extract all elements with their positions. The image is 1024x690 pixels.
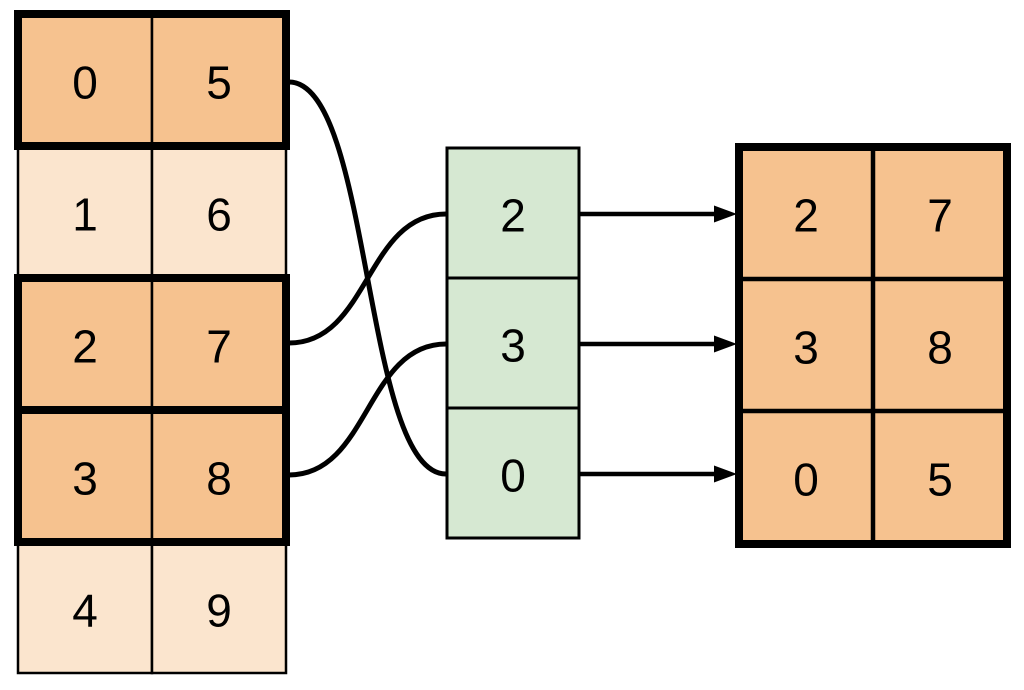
source-value-r0c1: 5 bbox=[206, 57, 232, 109]
source-value-r2c0: 2 bbox=[72, 321, 98, 373]
result-value-r1c1: 8 bbox=[927, 322, 953, 374]
result-value-r2c0: 0 bbox=[793, 454, 819, 506]
source-value-r1c0: 1 bbox=[72, 189, 98, 241]
arrow-head-1 bbox=[714, 335, 737, 353]
source-table: 0 5 1 6 2 7 3 8 4 9 bbox=[14, 10, 290, 675]
source-value-r3c1: 8 bbox=[206, 453, 232, 505]
index-cell-1 bbox=[445, 276, 581, 410]
source-value-r4c0: 4 bbox=[72, 585, 98, 637]
result-table: 2 7 3 8 0 5 bbox=[735, 143, 1011, 548]
index-cell-0 bbox=[445, 146, 581, 280]
source-value-r4c1: 9 bbox=[206, 585, 232, 637]
result-value-r0c0: 2 bbox=[793, 190, 819, 242]
source-value-r1c1: 6 bbox=[206, 189, 232, 241]
result-value-r0c1: 7 bbox=[927, 190, 953, 242]
row-arrows bbox=[580, 205, 737, 483]
source-value-r3c0: 3 bbox=[72, 453, 98, 505]
index-column: 2 3 0 bbox=[445, 146, 581, 540]
source-row0-highlight-border bbox=[14, 10, 290, 150]
source-cell-r3c1 bbox=[150, 408, 288, 544]
curve-row3-to-index3 bbox=[288, 341, 447, 478]
source-cell-r0c0 bbox=[16, 12, 154, 148]
source-value-r0c0: 0 bbox=[72, 57, 98, 109]
result-value-r1c0: 3 bbox=[793, 322, 819, 374]
curve-row2-to-index2 bbox=[288, 211, 447, 346]
source-cell-r4c1 bbox=[150, 540, 288, 675]
source-value-r2c1: 7 bbox=[206, 321, 232, 373]
source-cell-r4c0 bbox=[16, 540, 154, 675]
mapping-curves bbox=[288, 79, 447, 478]
arrow-head-2 bbox=[714, 465, 737, 483]
result-value-r2c1: 5 bbox=[927, 454, 953, 506]
index-value-2: 0 bbox=[500, 450, 526, 502]
source-row3-highlight-border bbox=[14, 406, 290, 546]
index-cell-2 bbox=[445, 406, 581, 540]
source-cell-r1c1 bbox=[150, 144, 288, 280]
index-value-1: 3 bbox=[500, 320, 526, 372]
source-cell-r0c1 bbox=[150, 12, 288, 148]
arrow-head-0 bbox=[714, 205, 737, 223]
index-value-0: 2 bbox=[500, 190, 526, 242]
source-cell-r2c1 bbox=[150, 276, 288, 412]
